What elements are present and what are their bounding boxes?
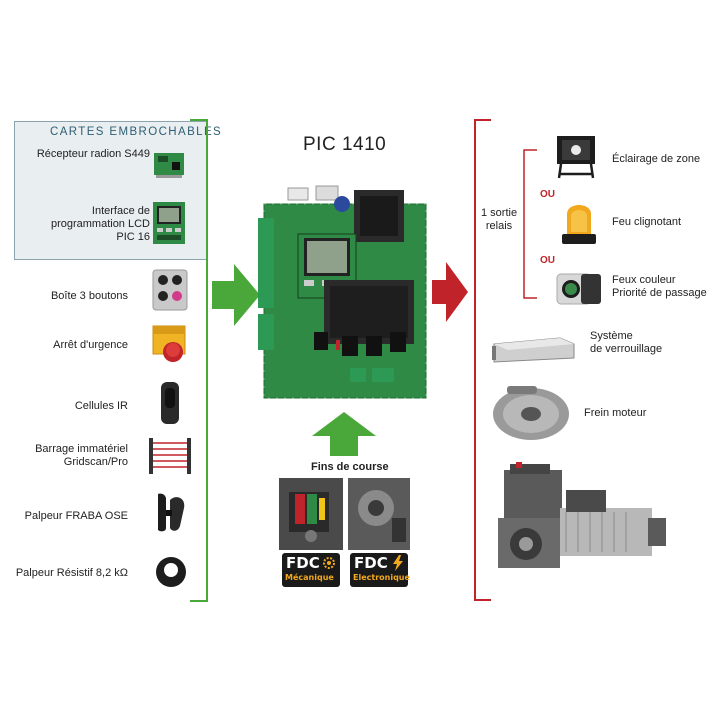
limit-switch-arrow-icon <box>312 412 376 456</box>
board-title: PIC 1410 <box>303 134 387 155</box>
device-label-ir-cells: Cellules IR <box>74 400 128 412</box>
fdc-mechanical-badge: FDC Mécanique <box>282 553 340 587</box>
or-label-1: OU <box>540 189 555 200</box>
floodlight-icon <box>557 136 595 179</box>
mechanical-limit-switch-icon <box>279 478 343 550</box>
fraba-ose-sensor-icon <box>158 493 185 532</box>
fdc-mechanical-badge-title: FDC <box>286 554 320 572</box>
lightning-bolt-icon <box>393 555 403 571</box>
cards-panel-title: CARTES EMBROCHABLES <box>50 126 223 138</box>
electronic-limit-switch-icon <box>348 478 410 550</box>
or-label-2: OU <box>540 255 555 266</box>
gear-icon <box>323 557 335 569</box>
relay-output-label: 1 sortie relais <box>481 207 518 232</box>
output-arrow-icon <box>432 262 468 322</box>
fdc-electronic-badge-subtitle: Electronique <box>353 573 410 582</box>
relay-option-traffic-lights: Feux couleur Priorité de passage <box>612 274 707 299</box>
card-label-lcd-interface: Interface de programmation LCD PIC 16 <box>50 205 150 243</box>
emergency-stop-icon <box>152 325 186 362</box>
lcd-interface-card-icon <box>153 202 185 244</box>
fdc-mechanical-badge-subtitle: Mécanique <box>285 573 334 582</box>
limit-switches-title: Fins de course <box>311 461 389 473</box>
traffic-light-icon <box>556 273 601 305</box>
device-label-light-curtain: Barrage immatériel Gridscan/Pro <box>35 443 128 468</box>
motor-brake-icon <box>493 386 569 440</box>
flashing-light-icon <box>562 205 596 244</box>
output-locking-system: Système de verrouillage <box>590 330 663 355</box>
input-arrow-icon <box>212 264 260 326</box>
ir-cell-icon <box>161 382 179 424</box>
relay-option-flashing-light: Feu clignotant <box>612 216 682 228</box>
control-board-icon <box>258 185 427 399</box>
locking-system-icon <box>492 337 575 363</box>
fdc-electronic-badge-title: FDC <box>354 554 388 572</box>
resistive-sensor-icon <box>156 557 186 587</box>
radio-receiver-card-icon <box>154 153 184 178</box>
device-label-fraba-ose: Palpeur FRABA OSE <box>24 510 128 522</box>
device-label-3-button-box: Boîte 3 boutons <box>50 290 128 302</box>
card-label-radio-receiver: Récepteur radion S449 <box>36 148 150 160</box>
light-curtain-icon <box>149 438 191 474</box>
three-button-box-icon <box>152 269 188 311</box>
device-label-emergency-stop: Arrêt d'urgence <box>53 339 128 351</box>
output-motor-brake: Frein moteur <box>584 407 647 419</box>
fdc-electronic-badge: FDC Electronique <box>350 553 410 587</box>
device-label-resistive-sensor: Palpeur Résistif 8,2 kΩ <box>15 567 128 579</box>
relay-option-zone-lighting: Éclairage de zone <box>612 153 701 165</box>
gear-motor-icon <box>498 462 666 568</box>
